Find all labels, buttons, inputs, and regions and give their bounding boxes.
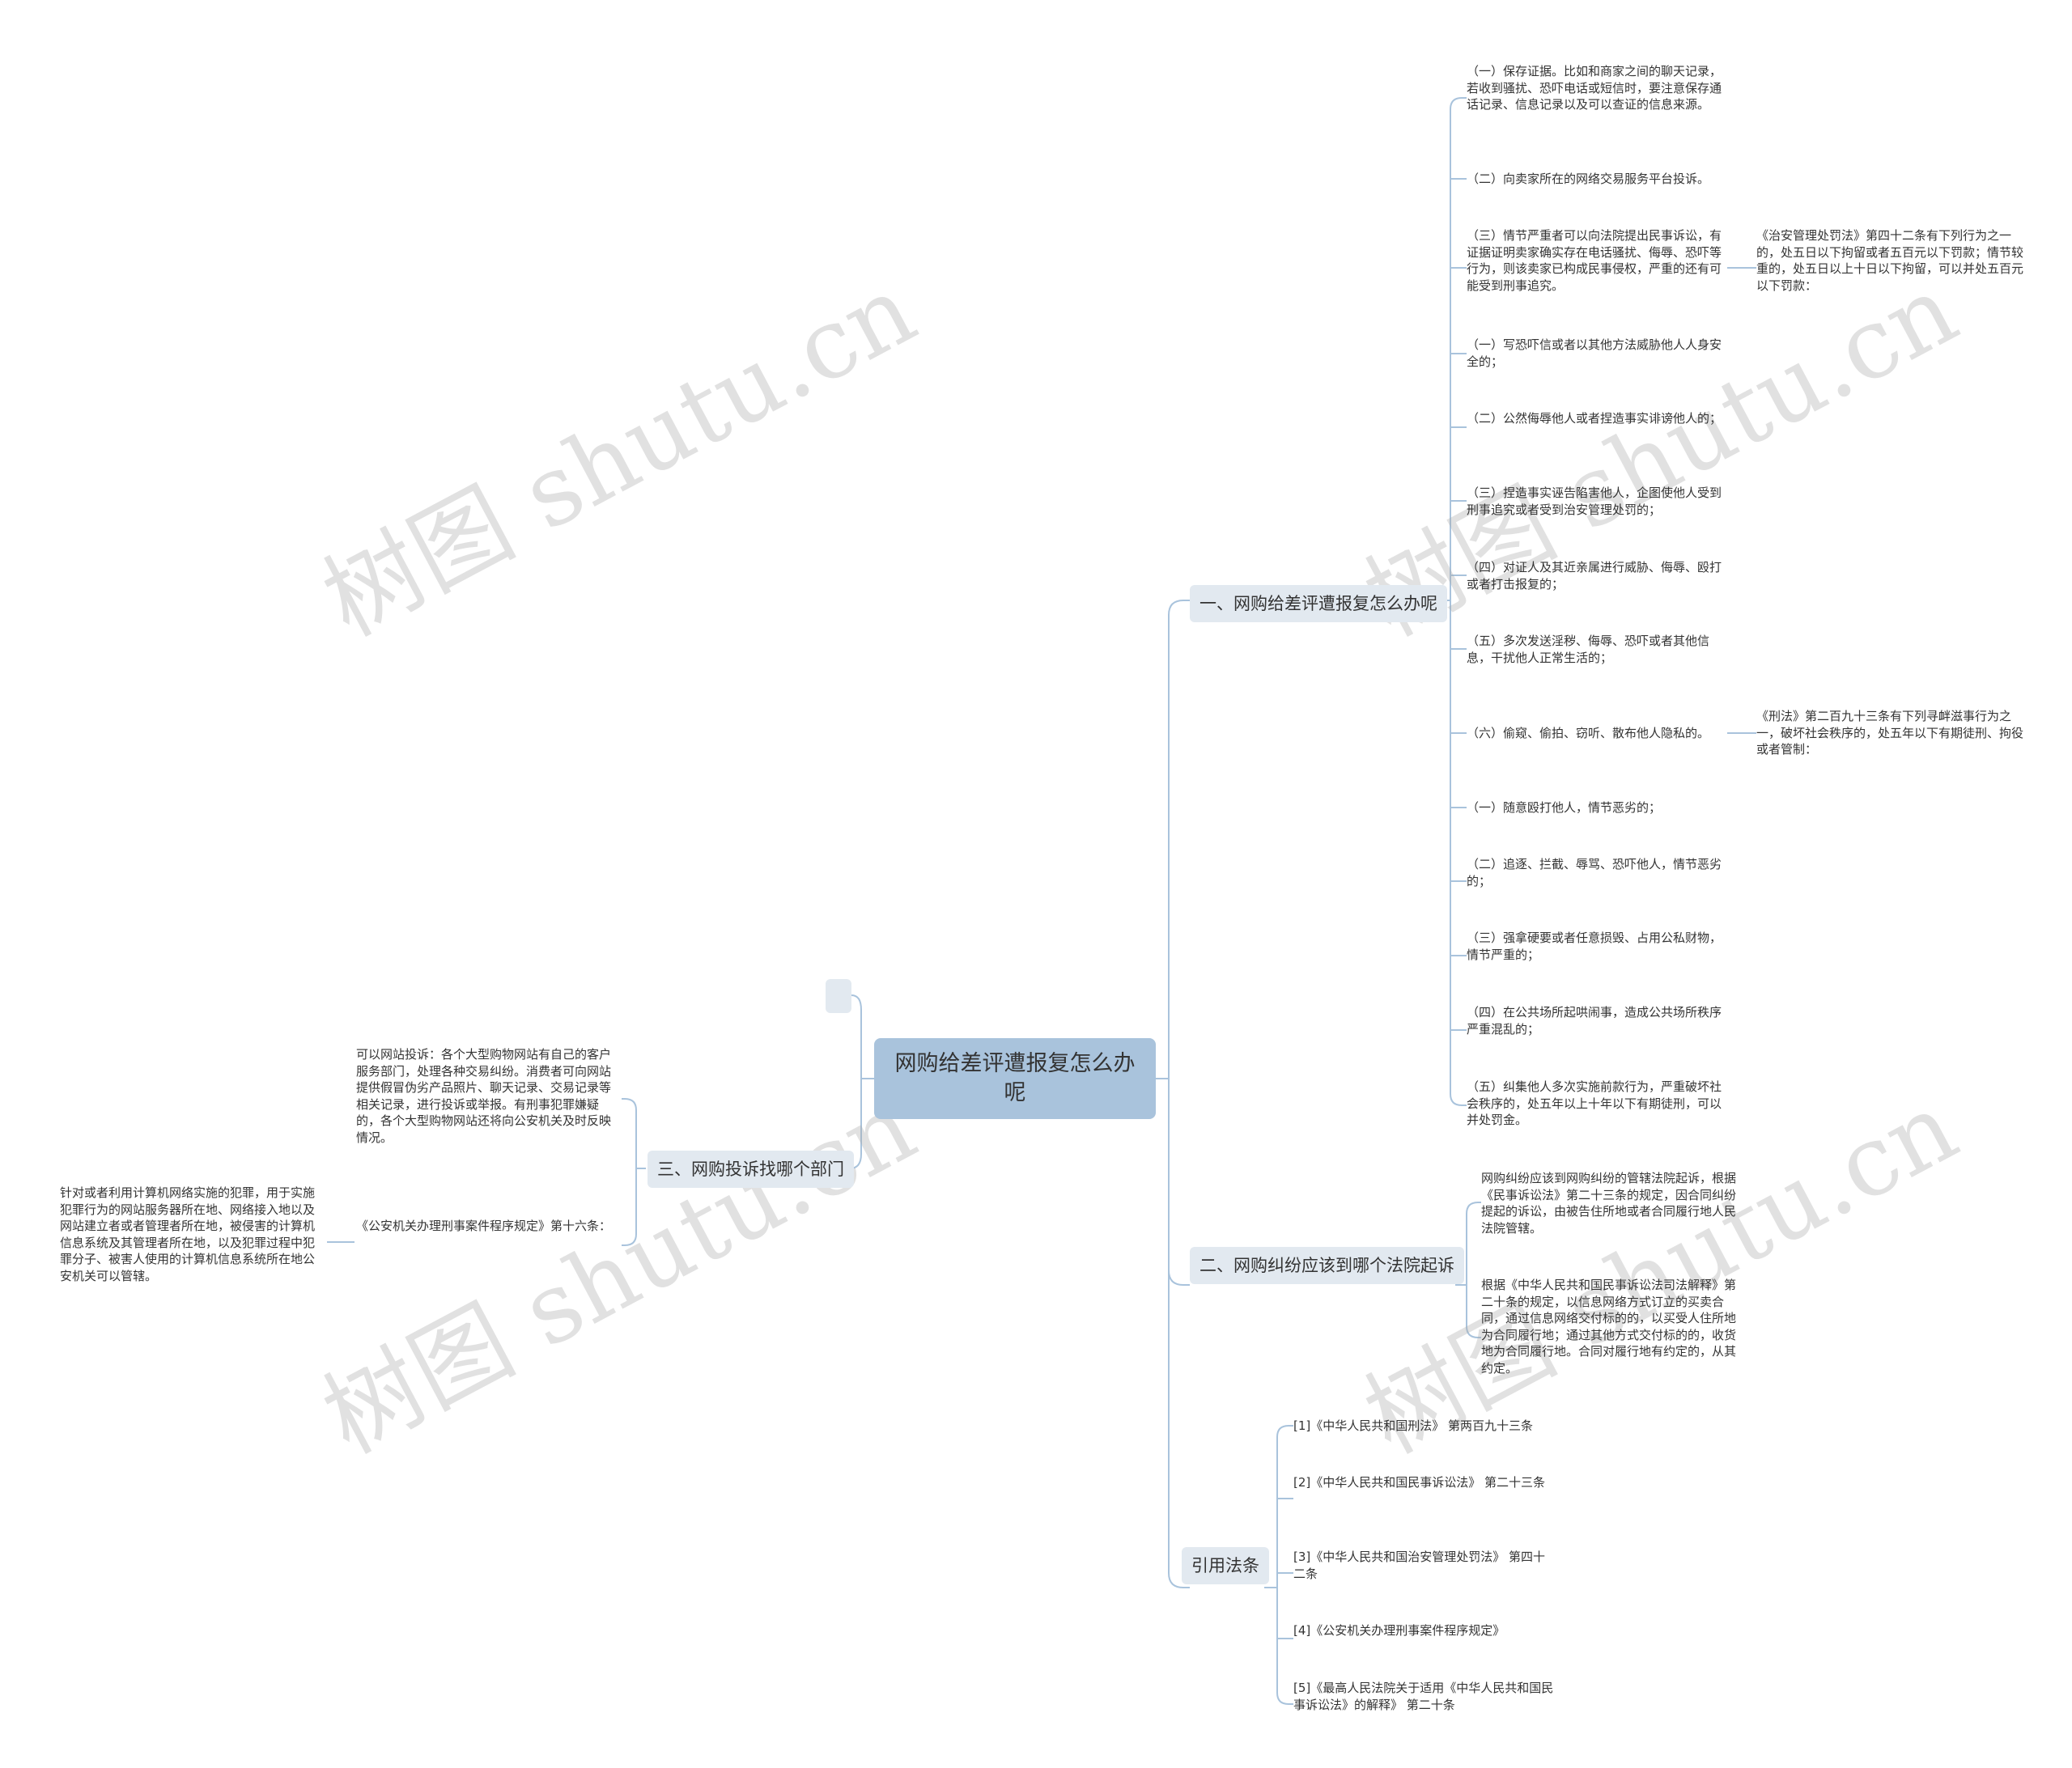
b4-item-1[interactable]: 可以网站投诉：各个大型购物网站有自己的客户服务部门，处理各种交易纠纷。消费者可向… [356, 1047, 612, 1145]
empty-topic[interactable] [826, 979, 851, 1013]
b1-note-2[interactable]: 《刑法》第二百九十三条有下列寻衅滋事行为之一，破坏社会秩序的，处五年以下有期徒刑… [1756, 709, 2024, 757]
b3-item-2[interactable]: [2]《中华人民共和国民事诉讼法》 第二十三条 [1293, 1475, 1546, 1490]
b1-item-10[interactable]: （一）随意殴打他人，情节恶劣的； [1467, 800, 1662, 815]
b1-item-12[interactable]: （三）强拿硬要或者任意损毁、占用公私财物，情节严重的； [1467, 931, 1722, 962]
b4-note[interactable]: 针对或者利用计算机网络实施的犯罪，用于实施犯罪行为的网站服务器所在地、网络接入地… [60, 1185, 316, 1283]
b3-item-1[interactable]: [1]《中华人民共和国刑法》 第两百九十三条 [1293, 1418, 1534, 1433]
branch-4-topic[interactable]: 三、网购投诉找哪个部门 [648, 1151, 854, 1188]
b2-item-1[interactable]: 网购纠纷应该到网购纠纷的管辖法院起诉，根据《民事诉讼法》第二十三条的规定，因合同… [1481, 1171, 1737, 1236]
b2-item-2[interactable]: 根据《中华人民共和国民事诉讼法司法解释》第二十条的规定，以信息网络方式订立的买卖… [1481, 1278, 1737, 1376]
b3-item-4[interactable]: [4]《公安机关办理刑事案件程序规定》 [1293, 1623, 1505, 1638]
b3-item-3[interactable]: [3]《中华人民共和国治安管理处罚法》 第四十二条 [1293, 1550, 1546, 1581]
b1-item-1[interactable]: （一）保存证据。比如和商家之间的聊天记录，若收到骚扰、恐吓电话或短信时，要注意保… [1467, 64, 1722, 112]
b1-item-11[interactable]: （二）追逐、拦截、辱骂、恐吓他人，情节恶劣的； [1467, 857, 1722, 888]
branch-3-topic[interactable]: 引用法条 [1182, 1547, 1269, 1584]
branch-2-topic[interactable]: 二、网购纠纷应该到哪个法院起诉 [1190, 1247, 1464, 1284]
b3-item-5[interactable]: [5]《最高人民法院关于适用《中华人民共和国民事诉讼法》的解释》 第二十条 [1293, 1681, 1554, 1712]
root-topic[interactable]: 网购给差评遭报复怎么办呢 [874, 1038, 1156, 1119]
b1-item-13[interactable]: （四）在公共场所起哄闹事，造成公共场所秩序严重混乱的； [1467, 1005, 1722, 1037]
branch-1-topic[interactable]: 一、网购给差评遭报复怎么办呢 [1190, 585, 1447, 622]
b1-note-1[interactable]: 《治安管理处罚法》第四十二条有下列行为之一的，处五日以下拘留或者五百元以下罚款；… [1756, 228, 2024, 293]
b4-item-2[interactable]: 《公安机关办理刑事案件程序规定》第十六条： [356, 1219, 612, 1233]
b1-item-4[interactable]: （一）写恐吓信或者以其他方法威胁他人人身安全的； [1467, 337, 1722, 369]
b1-item-5[interactable]: （二）公然侮辱他人或者捏造事实诽谤他人的； [1467, 411, 1722, 426]
b1-item-2[interactable]: （二）向卖家所在的网络交易服务平台投诉。 [1467, 172, 1710, 186]
b1-item-14[interactable]: （五）纠集他人多次实施前款行为，严重破坏社会秩序的，处五年以上十年以下有期徒刑，… [1467, 1079, 1722, 1127]
b1-item-7[interactable]: （四）对证人及其近亲属进行威胁、侮辱、殴打或者打击报复的； [1467, 560, 1722, 591]
b1-item-3[interactable]: （三）情节严重者可以向法院提出民事诉讼，有证据证明卖家确实存在电话骚扰、侮辱、恐… [1467, 228, 1722, 293]
b1-item-8[interactable]: （五）多次发送淫秽、侮辱、恐吓或者其他信息，干扰他人正常生活的； [1467, 634, 1710, 665]
b1-item-9[interactable]: （六）偷窥、偷拍、窃听、散布他人隐私的。 [1467, 726, 1710, 740]
b1-item-6[interactable]: （三）捏造事实诬告陷害他人，企图使他人受到刑事追究或者受到治安管理处罚的； [1467, 485, 1722, 517]
